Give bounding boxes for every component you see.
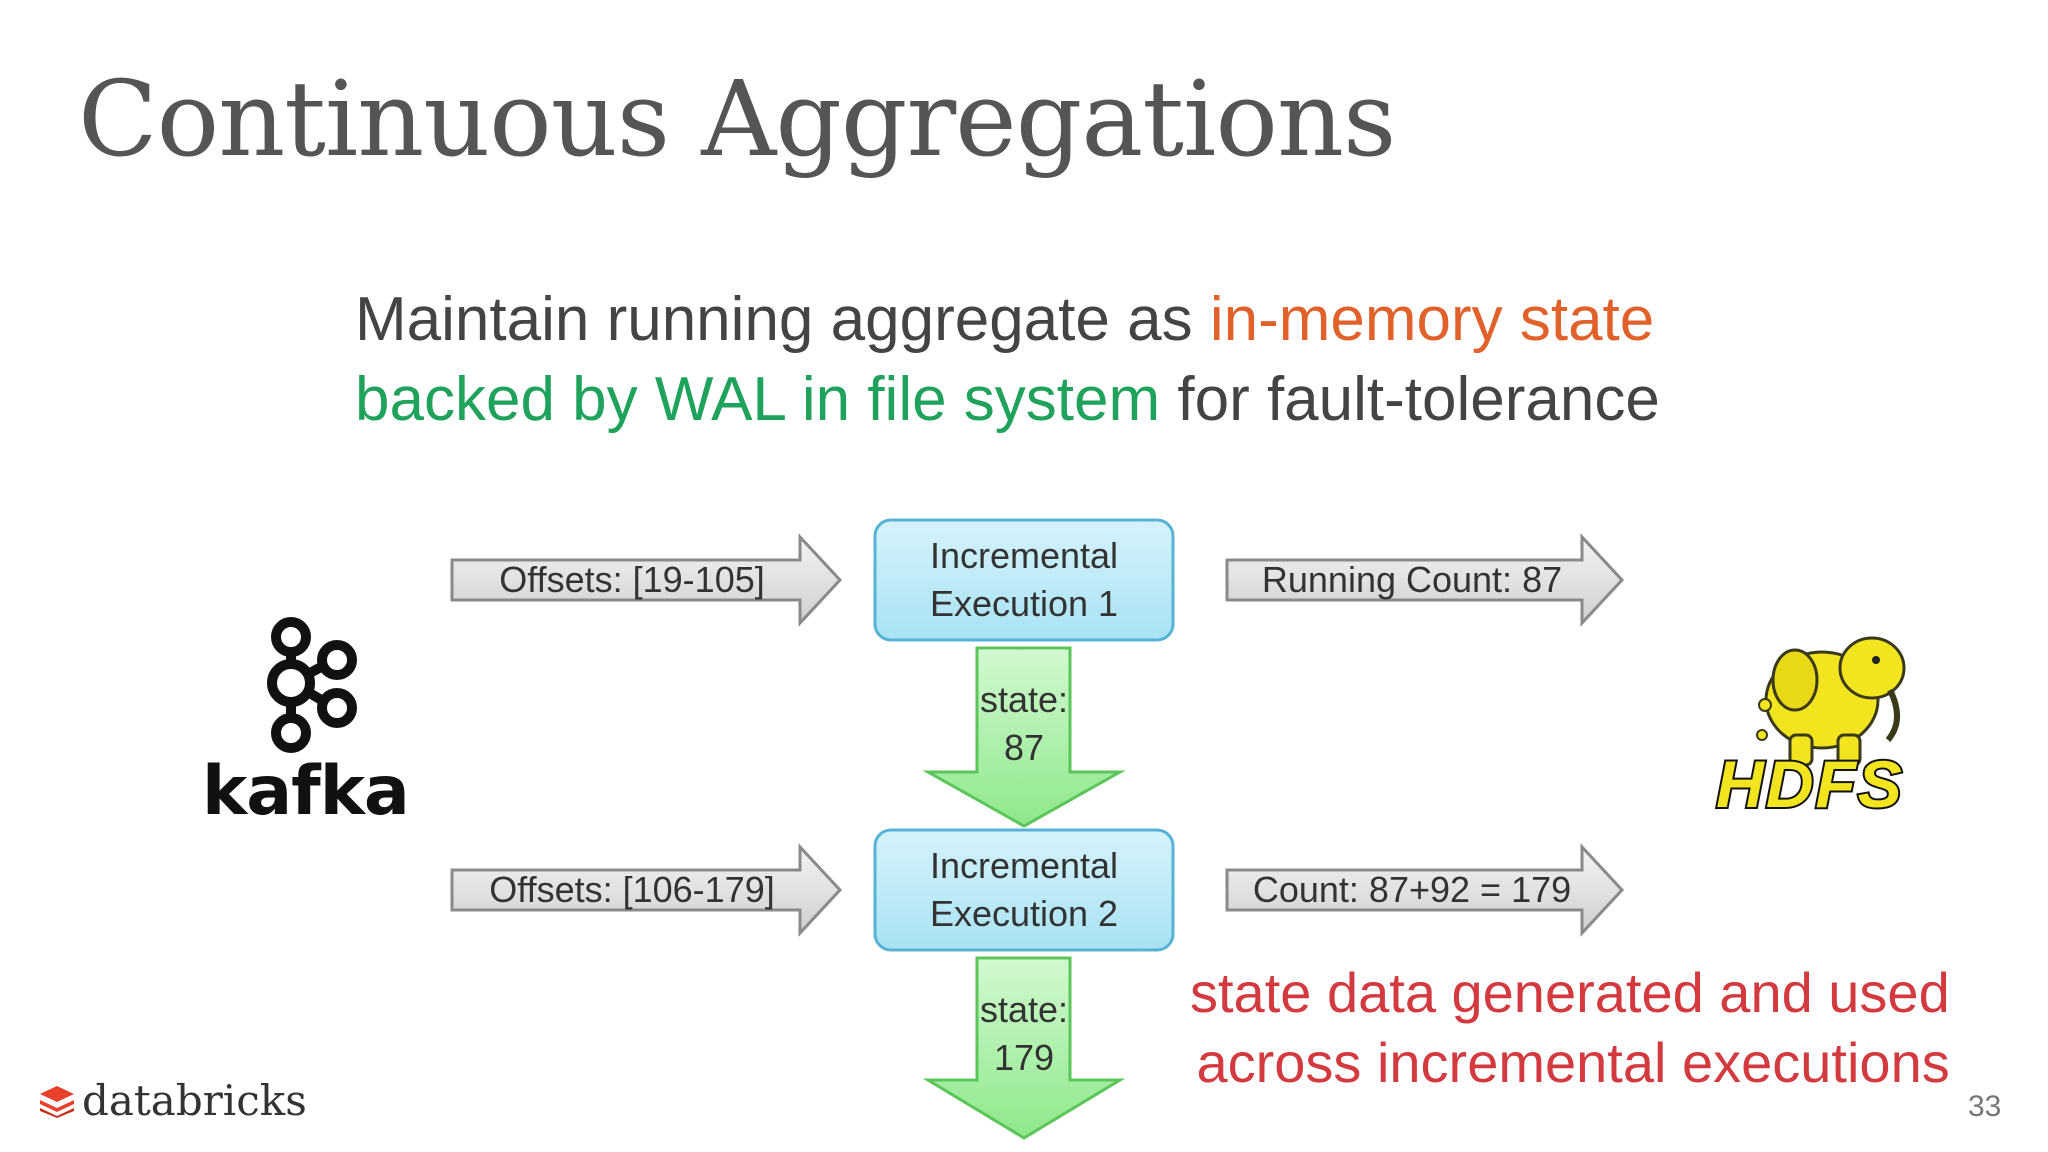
databricks-logo: databricks — [38, 1076, 307, 1125]
state-arrow-2-line2: 179 — [994, 1037, 1054, 1078]
subtitle-line1-highlight: in-memory state — [1209, 285, 1655, 354]
state-arrow-2-line1: state: — [980, 989, 1068, 1030]
state-arrow-1: state: 87 — [922, 646, 1126, 828]
output-arrow-1: Running Count: 87 — [1225, 533, 1625, 627]
kafka-icon — [267, 617, 357, 753]
subtitle: Maintain running aggregate as in-memory … — [355, 280, 1660, 440]
hadoop-elephant-icon — [1756, 636, 1906, 767]
databricks-stack-icon — [40, 1085, 74, 1118]
execution-box-2-line1: Incremental — [930, 845, 1118, 886]
state-note: state data generated and used across inc… — [1190, 958, 1950, 1098]
kafka-wordmark: kafka — [202, 752, 410, 831]
state-note-line-2: across incremental executions — [1196, 1031, 1950, 1094]
databricks-wordmark: databricks — [82, 1076, 307, 1125]
execution-box-2: Incremental Execution 2 — [873, 828, 1175, 952]
state-arrow-1-line1: state: — [980, 679, 1068, 720]
input-arrow-2: Offsets: [106-179] — [450, 843, 843, 937]
state-arrow-1-line2: 87 — [1004, 727, 1044, 768]
execution-box-1: Incremental Execution 1 — [873, 518, 1175, 642]
subtitle-line-1: Maintain running aggregate as in-memory … — [355, 280, 1660, 360]
page-number: 33 — [1968, 1090, 2002, 1123]
output-arrow-2: Count: 87+92 = 179 — [1225, 843, 1625, 937]
input-arrow-2-label: Offsets: [106-179] — [489, 869, 775, 910]
state-arrow-2: state: 179 — [922, 956, 1126, 1140]
subtitle-line-2: backed by WAL in file system for fault-t… — [355, 360, 1660, 440]
output-arrow-2-label: Count: 87+92 = 179 — [1253, 869, 1571, 910]
subtitle-line1-plain: Maintain running aggregate as — [355, 285, 1210, 354]
subtitle-line2-plain: for fault-tolerance — [1160, 365, 1660, 434]
hdfs-wordmark: HDFS — [1716, 747, 1904, 821]
input-arrow-1-label: Offsets: [19-105] — [499, 559, 764, 600]
output-arrow-1-label: Running Count: 87 — [1262, 559, 1562, 600]
slide-title: Continuous Aggregations — [78, 58, 1396, 180]
subtitle-line2-highlight: backed by WAL in file system — [355, 365, 1161, 434]
execution-box-1-line2: Execution 1 — [930, 583, 1118, 624]
execution-box-1-line1: Incremental — [930, 535, 1118, 576]
state-note-line-1: state data generated and used — [1190, 961, 1950, 1024]
execution-box-2-line2: Execution 2 — [930, 893, 1118, 934]
input-arrow-1: Offsets: [19-105] — [450, 533, 843, 627]
